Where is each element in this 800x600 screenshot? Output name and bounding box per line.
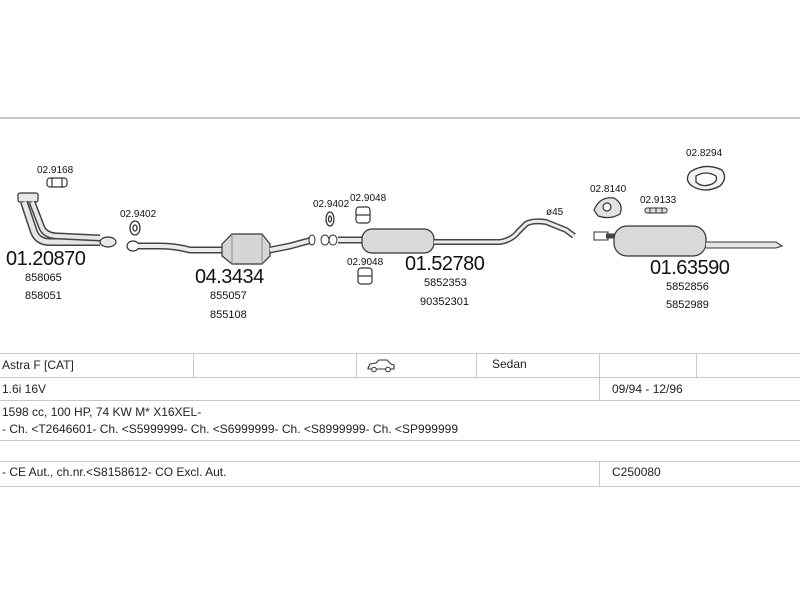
- middle-silencer-code: 01.52780: [405, 253, 485, 275]
- clamp-mid-bottom-label: 02.9048: [347, 257, 384, 268]
- front-pipe-code: 01.20870: [6, 248, 86, 270]
- vehicle-code: C250080: [612, 465, 661, 479]
- top-divider: [0, 117, 800, 119]
- holder-b-label: 02.9133: [640, 195, 677, 206]
- table-rule-5: [0, 461, 800, 462]
- vehicle-body: Sedan: [492, 357, 527, 371]
- vehicle-spec: 1598 cc, 100 HP, 74 KW M* X16XEL-: [2, 405, 202, 419]
- rear-silencer-drawing: [593, 225, 784, 257]
- rear-silencer-code: 01.63590: [650, 257, 730, 279]
- vehicle-years: 09/94 - 12/96: [612, 382, 683, 396]
- table-rule-1: [0, 353, 800, 354]
- clamp-mid-bottom-drawing: [357, 267, 373, 285]
- catalyst-drawing: [126, 233, 316, 265]
- table-rule-6: [0, 486, 800, 487]
- vehicle-note: - CE Aut., ch.nr.<S8158612- CO Excl. Aut…: [2, 465, 227, 479]
- vehicle-model: Astra F [CAT]: [2, 358, 74, 372]
- clamp-front-drawing: [46, 177, 68, 188]
- exhaust-diagram: [17, 165, 784, 285]
- car-icon: [367, 359, 395, 373]
- table-col-divider-2: [356, 353, 357, 377]
- vehicle-chassis: - Ch. <T2646601- Ch. <S5999999- Ch. <S69…: [2, 422, 458, 436]
- table-rule-4: [0, 440, 800, 441]
- rubber-ring-label: 02.8294: [686, 148, 723, 159]
- front-pipe-drawing: [17, 192, 117, 248]
- table-rule-2: [0, 377, 800, 378]
- catalyst-ref1: 855057: [210, 290, 247, 302]
- front-pipe-ref2: 858051: [25, 290, 62, 302]
- holder-a-drawing: [593, 197, 622, 219]
- middle-silencer-ref1: 5852353: [424, 277, 467, 289]
- rear-silencer-ref1: 5852856: [666, 281, 709, 293]
- gasket-a-label: 02.9402: [120, 209, 157, 220]
- holder-b-drawing: [644, 207, 668, 214]
- gasket-b-label: 02.9402: [313, 199, 350, 210]
- middle-silencer-ref2: 90352301: [420, 296, 469, 308]
- gasket-a-drawing: [129, 220, 141, 236]
- clamp-mid-top-drawing: [355, 206, 371, 224]
- catalyst-ref2: 855108: [210, 309, 247, 321]
- table-rule-3: [0, 400, 800, 401]
- vehicle-engine: 1.6i 16V: [2, 382, 47, 396]
- rear-silencer-ref2: 5852989: [666, 299, 709, 311]
- diameter-note: ø45: [546, 207, 564, 218]
- catalyst-code: 04.3434: [195, 266, 264, 288]
- table-col-divider-1: [193, 353, 194, 377]
- holder-a-label: 02.8140: [590, 184, 627, 195]
- table-col-divider-4: [599, 353, 600, 400]
- gasket-b-drawing: [325, 211, 335, 227]
- clamp-mid-top-label: 02.9048: [350, 193, 387, 204]
- clamp-front-label: 02.9168: [37, 165, 74, 176]
- table-col-divider-5: [696, 353, 697, 377]
- table-col-divider-6: [599, 461, 600, 486]
- middle-silencer-drawing: [320, 218, 576, 254]
- front-pipe-ref1: 858065: [25, 272, 62, 284]
- rubber-ring-drawing: [686, 165, 726, 191]
- table-col-divider-3: [476, 353, 477, 377]
